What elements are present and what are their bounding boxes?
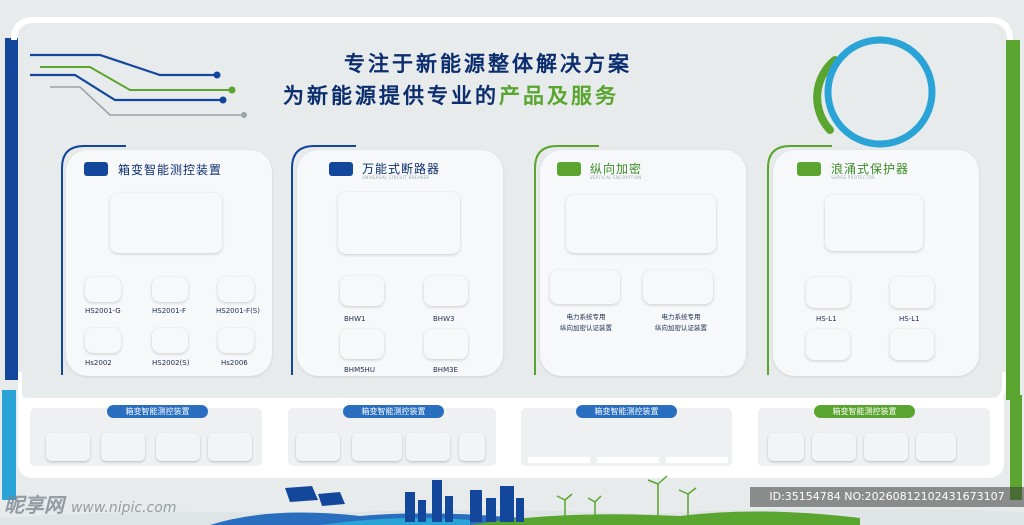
buildings-icon [405, 480, 524, 522]
bottom-card-4-tag: 箱变智能测控装置 [814, 405, 915, 418]
panel-1-item-label-5: HS2002(S) [152, 359, 190, 367]
bottom-card-3-tag: 箱变智能测控装置 [576, 405, 677, 418]
panel-1-corner-accent [61, 145, 126, 375]
bottom-card-2-tag: 箱变智能测控装置 [343, 405, 444, 418]
bottom-card-1-slot-3 [156, 433, 200, 461]
headline-line-2: 为新能源提供专业的产品及服务 [283, 80, 619, 110]
bottom-card-3-white-bar-3 [666, 457, 728, 463]
panel-3-subtitle: VERTICAL ENCRYPTION [590, 175, 642, 180]
bottom-card-1-tag: 箱变智能测控装置 [107, 405, 208, 418]
bottom-card-4-slot-2 [812, 433, 856, 461]
panel-3-item-label-1: 电力系统专用 纵向加密认证装置 [545, 312, 627, 334]
panel-3-chip [557, 162, 581, 176]
bottom-card-3-white-bar-2 [597, 457, 659, 463]
panel-3-item-slot-1 [550, 270, 620, 304]
headline-line-2-accent: 产品及服务 [499, 84, 619, 108]
watermark-logo-text: 昵享网 [4, 493, 64, 517]
panel-2-corner-accent [291, 145, 356, 375]
wind-turbines-icon [556, 475, 697, 520]
headline-line-2-main: 为新能源提供专业的 [283, 84, 499, 108]
panel-3-corner-accent [534, 145, 599, 375]
panel-2-subtitle: UNIVERSAL CIRCUIT BREAKER [362, 175, 430, 180]
bottom-card-4-slot-4 [916, 433, 956, 461]
panel-2-chip [329, 162, 353, 176]
panel-4-item-slot-4 [890, 329, 934, 360]
city-skyline-illustration [0, 475, 1024, 525]
panel-4-chip [797, 162, 821, 176]
panel-3-title: 纵向加密 [590, 162, 643, 176]
panel-2-item-label-2: BHW3 [433, 315, 455, 323]
panel-1-item-slot-2 [152, 277, 188, 302]
panel-4-item-label-2: HS-L1 [899, 315, 920, 323]
panel-2-card [297, 150, 503, 376]
panel-2-item-label-3: BHM5HU [344, 366, 375, 374]
bottom-card-3-white-bar-1 [528, 457, 590, 463]
panel-4-item-slot-2 [890, 277, 934, 308]
panel-1-title: 箱变智能测控装置 [118, 163, 223, 177]
watermark-url: www.nipic.com [70, 500, 177, 516]
bottom-card-1-slot-1 [46, 433, 90, 461]
panel-3-item-slot-2 [643, 270, 713, 304]
panel-2-item-slot-2 [424, 276, 468, 306]
panel-1-item-label-4: Hs2002 [85, 359, 112, 367]
panel-1-item-label-1: HS2001-G [85, 307, 121, 315]
panel-4-card [773, 150, 979, 376]
panel-2-item-label-1: BHW1 [344, 315, 366, 323]
panel-4-main-image-slot [825, 195, 923, 251]
watermark-id: ID:35154784 NO:20260812102431673107 [750, 487, 1024, 507]
panel-2-item-slot-3 [340, 329, 384, 359]
watermark-logo: 昵享网 www.nipic.com [4, 489, 176, 518]
panel-2-title: 万能式断路器 [362, 162, 441, 176]
panel-3-item-label-1-text: 电力系统专用 纵向加密认证装置 [560, 313, 612, 332]
panel-4-corner-accent [767, 145, 832, 375]
panel-4-item-label-1: HS-L1 [816, 315, 837, 323]
panel-1-item-slot-3 [218, 277, 254, 302]
panel-3-item-label-2-text: 电力系统专用 纵向加密认证装置 [655, 313, 707, 332]
panel-1-main-image-slot [110, 193, 222, 253]
bottom-card-1-slot-2 [101, 433, 145, 461]
bottom-card-2-slot-1 [296, 433, 340, 461]
circle-logo-decoration [813, 36, 936, 148]
bottom-card-1-slot-4 [208, 433, 252, 461]
bottom-card-4-slot-3 [864, 433, 908, 461]
panel-1-item-slot-4 [85, 328, 121, 353]
panel-1-item-slot-6 [218, 328, 254, 353]
bottom-card-2-slot-3 [406, 433, 450, 461]
solar-panels-icon [285, 486, 345, 506]
bottom-card-4-slot-1 [768, 433, 804, 461]
bottom-card-2-slot-4 [459, 433, 485, 461]
panel-4-item-slot-3 [806, 329, 850, 360]
bottom-card-2-slot-2 [352, 433, 402, 461]
headline-line-1: 专注于新能源整体解决方案 [344, 52, 632, 76]
panel-3-item-label-2: 电力系统专用 纵向加密认证装置 [640, 312, 722, 334]
panel-1-item-label-3: HS2001-F(S) [216, 307, 260, 315]
panel-2-item-label-4: BHM3E [433, 366, 458, 374]
panel-1-item-slot-5 [152, 328, 188, 353]
panel-1-item-label-2: HS2001-F [152, 307, 187, 315]
circuit-lines-decoration [30, 53, 247, 118]
panel-3-main-image-slot [566, 195, 716, 253]
panel-2-item-slot-1 [340, 276, 384, 306]
panel-2-item-slot-4 [424, 329, 468, 359]
panel-4-item-slot-1 [806, 277, 850, 308]
panel-4-subtitle: SURGE PROTECTOR [831, 175, 876, 180]
panel-1-item-label-6: Hs2006 [221, 359, 248, 367]
panel-2-main-image-slot [338, 192, 460, 254]
panel-1-chip [84, 162, 108, 176]
panel-4-title: 浪涌式保护器 [831, 162, 910, 176]
panel-3-card [540, 150, 746, 376]
panel-1-item-slot-1 [85, 277, 121, 302]
